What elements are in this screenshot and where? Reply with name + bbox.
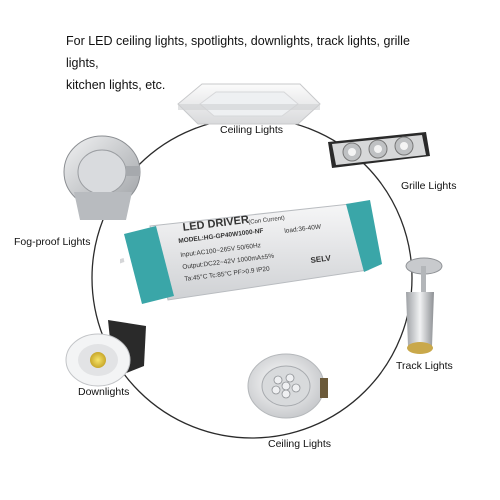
label-grille-lights: Grille Lights	[401, 180, 457, 192]
ceiling-light-bottom-image	[247, 353, 328, 419]
downlight-image	[65, 320, 146, 387]
intro-text: For LED ceiling lights, spotlights, down…	[66, 30, 446, 96]
label-downlights: Downlights	[78, 386, 130, 398]
track-light-image	[405, 257, 443, 354]
fog-proof-light-image	[63, 135, 141, 220]
label-track-lights: Track Lights	[396, 360, 453, 372]
intro-line-2: kitchen lights, etc.	[66, 78, 166, 92]
grille-light-image	[328, 132, 430, 168]
label-fog-proof-lights: Fog-proof Lights	[14, 236, 91, 248]
ceiling-light-top-image	[177, 83, 321, 125]
led-driver-image: LED DRIVER (Con Current) MODEL:HG-GP40W1…	[120, 200, 382, 310]
label-ceiling-lights-top: Ceiling Lights	[220, 124, 284, 136]
intro-line-1: For LED ceiling lights, spotlights, down…	[66, 34, 410, 70]
label-ceiling-lights-bottom: Ceiling Lights	[268, 438, 332, 450]
